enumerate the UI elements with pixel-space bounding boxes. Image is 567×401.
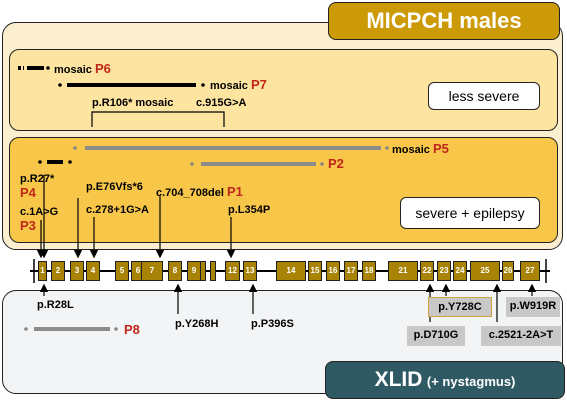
variant-r28l: p.R28L — [37, 299, 74, 311]
p7-mosaic-text: mosaic — [210, 80, 248, 92]
exon-11 — [210, 261, 216, 281]
exon-15: 15 — [308, 261, 322, 281]
micpch-banner: MICPCH males — [328, 2, 560, 40]
variant-p396s: p.P396S — [251, 318, 294, 330]
p8-bar — [24, 327, 118, 331]
p3-id: P3 — [20, 218, 36, 233]
variant-r27: p.R27* — [20, 173, 55, 185]
variant-p1: c.704_708del P1 — [156, 184, 243, 199]
variant-l354p: p.L354P — [228, 204, 271, 216]
p2-bar — [190, 162, 324, 166]
xlid-title: XLID — [374, 368, 423, 391]
p8-id: P8 — [124, 322, 140, 337]
exon-16: 16 — [326, 261, 340, 281]
exon-25: 25 — [470, 261, 500, 281]
exon-23: 23 — [437, 261, 451, 281]
p5-mosaic-text: mosaic — [392, 144, 430, 156]
exon-14: 14 — [276, 261, 306, 281]
xlid-subtitle: (+ nystagmus) — [426, 374, 516, 389]
variant-c704: c.704_708del — [156, 187, 224, 199]
variant-d710g: p.D710G — [407, 326, 465, 346]
p6-label: mosaic P6 — [54, 61, 111, 76]
variant-c1a: c.1A>G — [20, 206, 59, 218]
p4-id: P4 — [20, 185, 36, 200]
variant-e76: p.E76Vfs*6 — [86, 181, 143, 193]
exon-22: 22 — [420, 261, 434, 281]
exon-27: 27 — [520, 261, 540, 281]
p6-mosaic-text: mosaic — [54, 64, 92, 76]
variant-w919r: p.W919R — [506, 297, 560, 317]
p5-bar — [73, 146, 389, 150]
exon-1: 1 — [38, 261, 47, 281]
p5-label: mosaic P5 — [392, 141, 449, 156]
severe-epilepsy-label: severe + epilepsy — [400, 197, 540, 229]
exon-4: 4 — [86, 261, 100, 281]
exon-24: 24 — [453, 261, 467, 281]
variant-y268h: p.Y268H — [175, 318, 219, 330]
exon-13: 13 — [243, 261, 257, 281]
variant-c2521: c.2521-2A>T — [481, 326, 561, 346]
exon-26: 26 — [502, 261, 514, 281]
exon-12: 12 — [225, 261, 240, 281]
variant-y728c: p.Y728C — [428, 297, 492, 317]
exon-3: 3 — [70, 261, 84, 281]
exon-21: 21 — [388, 261, 418, 281]
p6-id: P6 — [94, 61, 111, 76]
exon-7: 7 — [141, 261, 163, 281]
p7-bar — [58, 83, 205, 87]
exon-18: 18 — [362, 261, 376, 281]
variant-c915: c.915G>A — [196, 97, 247, 109]
p4-bar — [38, 160, 72, 164]
variant-c278: c.278+1G>A — [86, 204, 149, 216]
xlid-banner: XLID (+ nystagmus) — [325, 361, 565, 399]
p1-id: P1 — [226, 184, 243, 199]
p7-label: mosaic P7 — [210, 77, 267, 92]
less-severe-label: less severe — [428, 82, 540, 110]
exon-9: 9 — [187, 261, 201, 281]
p6-bar — [18, 66, 50, 70]
p7-id: P7 — [250, 77, 267, 92]
p5-id: P5 — [432, 141, 449, 156]
exon-17: 17 — [344, 261, 358, 281]
exon-8: 8 — [168, 261, 182, 281]
variant-r106: p.R106* mosaic — [92, 97, 174, 109]
exon-2: 2 — [51, 261, 65, 281]
exon-5: 5 — [115, 261, 129, 281]
exon-10 — [200, 261, 206, 281]
p2-id: P2 — [328, 156, 344, 171]
